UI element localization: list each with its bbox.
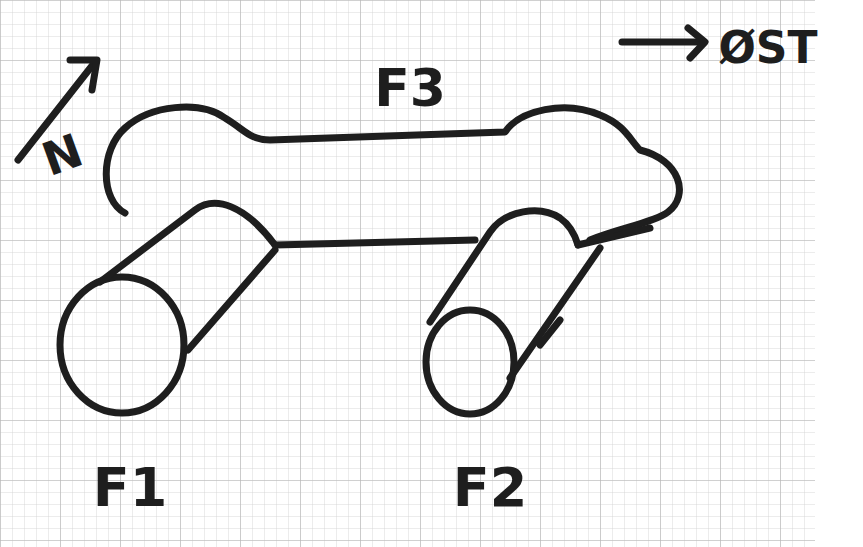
part-name: F1 [93, 461, 167, 515]
compass-label: ØST [718, 26, 817, 70]
part-name: F3 [374, 62, 446, 114]
grid-paper [0, 0, 815, 547]
part-name: F2 [453, 461, 527, 515]
sketch-lines [18, 28, 705, 414]
